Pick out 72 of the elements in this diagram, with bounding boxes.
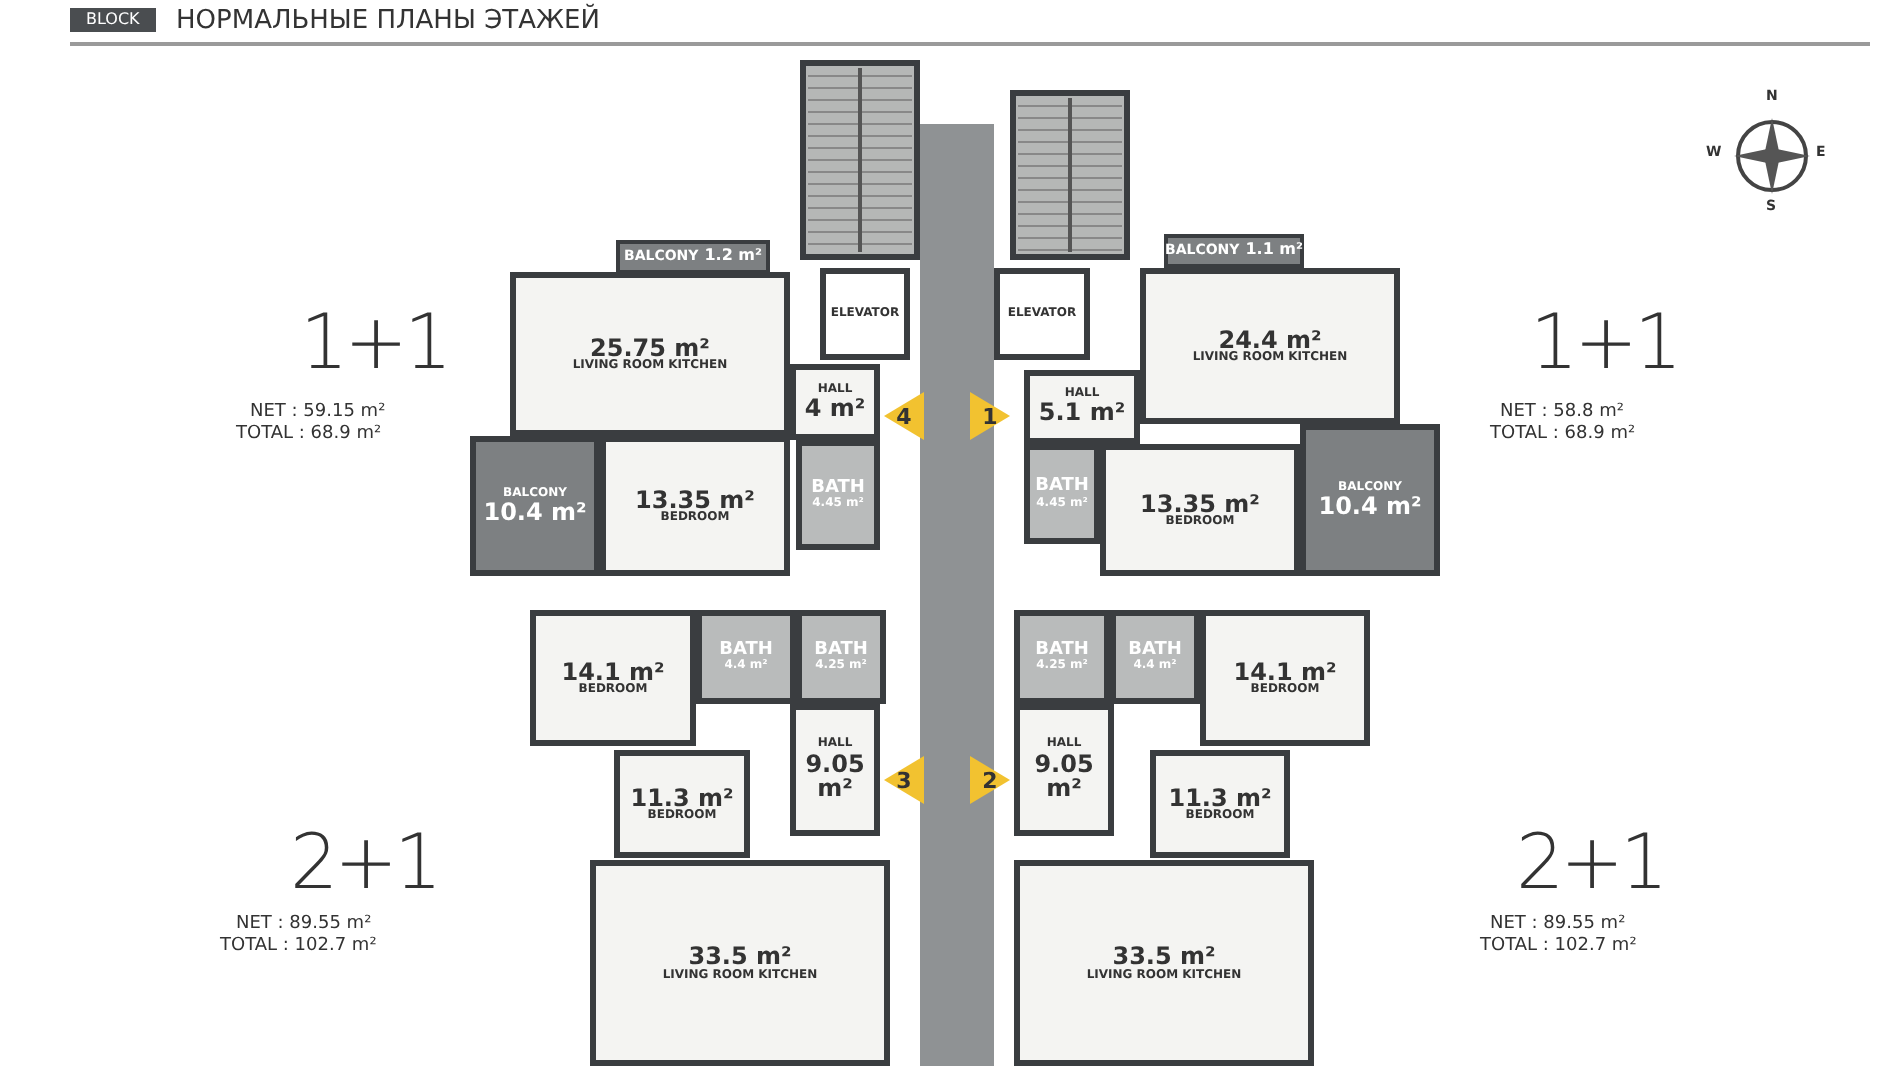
room <box>590 860 890 1066</box>
apartment-type: 2+1 <box>290 824 439 900</box>
area-note: NET : 58.8 m² <box>1500 404 1624 422</box>
room-area: 13.35 m² <box>1140 491 1260 517</box>
bathroom <box>796 440 880 550</box>
room-area: 11.3 m² <box>1168 785 1272 811</box>
balcony <box>616 240 770 274</box>
apartment-type: 2+1 <box>1516 824 1665 900</box>
room <box>1014 860 1314 1066</box>
entrance-marker <box>970 756 1010 804</box>
bathroom <box>1024 444 1100 544</box>
apartment-number: 1 <box>982 403 998 429</box>
room-area: 25.75 m² <box>590 335 710 361</box>
apartment-number: 2 <box>982 767 998 793</box>
room-name: BATH <box>814 641 868 660</box>
room <box>600 436 790 576</box>
entrance-marker <box>970 392 1010 440</box>
room <box>790 364 880 440</box>
room-area: 14.1 m² <box>561 659 665 685</box>
page-title: НОРМАЛЬНЫЕ ПЛАНЫ ЭТАЖЕЙ <box>176 8 600 34</box>
bathroom <box>1014 610 1110 704</box>
room-name: BATH <box>811 479 865 498</box>
room-area: 9.05 m² <box>796 751 874 802</box>
balcony <box>470 436 600 576</box>
room <box>510 272 790 436</box>
room <box>530 610 696 746</box>
bathroom <box>696 610 796 704</box>
area-note: TOTAL : 68.9 m² <box>236 426 382 444</box>
room-area: 5.1 m² <box>1038 400 1126 426</box>
room-area: 10.4 m² <box>1318 493 1422 519</box>
bathroom <box>796 610 886 704</box>
room-area: 9.05 m² <box>1020 751 1108 802</box>
area-note: TOTAL : 68.9 m² <box>1490 426 1636 444</box>
room-area: 13.35 m² <box>635 487 755 513</box>
bathroom <box>1110 610 1200 704</box>
area-note: TOTAL : 102.7 m² <box>220 938 377 956</box>
area-note: NET : 59.15 m² <box>250 404 386 422</box>
room-name: BATH <box>719 641 773 660</box>
area-note: NET : 89.55 m² <box>236 916 372 934</box>
room-area: 1.2 m² <box>704 248 763 266</box>
room-area: 4 m² <box>804 395 866 421</box>
room-area: 24.4 m² <box>1218 327 1322 353</box>
area-note: TOTAL : 102.7 m² <box>1480 938 1637 956</box>
room-area: 11.3 m² <box>630 785 734 811</box>
room <box>1200 610 1370 746</box>
room <box>1024 370 1140 444</box>
block-badge: BLOCK <box>70 8 156 32</box>
apartment-number: 4 <box>896 403 912 429</box>
room-name: BATH <box>1035 641 1089 660</box>
room-name: BATH <box>1128 641 1182 660</box>
room <box>1150 750 1290 858</box>
balcony <box>1164 234 1304 268</box>
entrance-marker <box>884 756 924 804</box>
entrance-marker <box>884 392 924 440</box>
balcony <box>1300 424 1440 576</box>
room <box>614 750 750 858</box>
area-note: NET : 89.55 m² <box>1490 916 1626 934</box>
apartment-type: 1+1 <box>1530 304 1679 380</box>
room-area: 33.5 m² <box>1112 944 1216 970</box>
room-area: 1.1 m² <box>1245 242 1304 260</box>
elevator <box>994 268 1090 360</box>
room <box>1014 704 1114 836</box>
room-name: BATH <box>1035 478 1089 497</box>
room-area: 14.1 m² <box>1233 659 1337 685</box>
apartment-type: 1+1 <box>300 304 449 380</box>
room <box>790 704 880 836</box>
elevator <box>820 268 910 360</box>
room-area: 33.5 m² <box>688 944 792 970</box>
apartment-number: 3 <box>896 767 912 793</box>
room <box>1100 444 1300 576</box>
room <box>1140 268 1400 424</box>
room-area: 10.4 m² <box>483 499 587 525</box>
